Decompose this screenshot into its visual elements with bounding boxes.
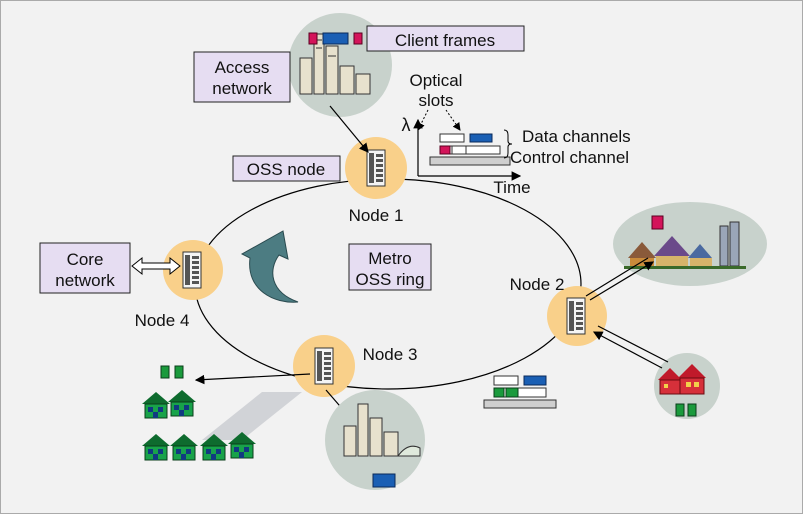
client-frames-box — [366, 25, 525, 52]
ring-label-line2: OSS ring — [356, 270, 425, 289]
ring-label-line1: Metro — [368, 249, 411, 268]
core-network-label-line1: Core — [67, 250, 104, 269]
node4-rack-icon — [182, 251, 202, 289]
road-shape — [202, 392, 302, 440]
node1-rack-icon — [366, 149, 386, 187]
client-frame-magenta-icon — [353, 32, 363, 45]
node3-rack-icon — [314, 347, 334, 385]
ring-label-box — [348, 243, 432, 291]
node3-to-homes-arrow — [194, 373, 311, 385]
node1-label: Node 1 — [349, 206, 404, 225]
city-buildings-icon — [343, 403, 421, 457]
rural-area-cloud — [613, 202, 767, 286]
node3-label: Node 3 — [363, 345, 418, 364]
data-channels-brace — [503, 129, 513, 159]
client-frame-magenta-icon — [308, 32, 318, 45]
oss-node-label: OSS node — [247, 160, 325, 179]
node2-to-rural-line — [585, 257, 649, 297]
oss-node-box — [232, 155, 341, 182]
slot-pointer-arrow — [445, 109, 461, 131]
optical-slots-label-line2: slots — [419, 91, 454, 110]
city-frame-icon — [372, 473, 396, 488]
homes-frame-icon — [160, 365, 170, 379]
optical-slots-label-line1: Optical — [410, 71, 463, 90]
residential-to-node2-arrow — [592, 331, 663, 369]
access-network-label-line2: network — [212, 79, 272, 98]
optical-slot-stack — [429, 133, 511, 166]
residential-to-node2-line — [597, 325, 669, 363]
rural-frame-icon — [651, 215, 664, 230]
access-to-node1-arrow — [329, 105, 369, 153]
data-channels-label: Data channels — [522, 127, 631, 146]
access-network-box — [193, 51, 291, 103]
red-houses-icon — [658, 364, 706, 395]
optical-slot-stack-node2 — [483, 375, 557, 409]
control-channel-label: Control channel — [510, 148, 629, 167]
lambda-label: λ — [402, 115, 411, 135]
client-frame-blue-icon — [322, 32, 349, 45]
node2-to-rural-arrow — [589, 261, 655, 301]
residential-frame-icon — [675, 403, 685, 417]
core-network-box — [39, 242, 131, 294]
rotation-arrow-icon — [240, 230, 299, 303]
time-label: Time — [493, 178, 530, 197]
access-network-label-line1: Access — [215, 58, 270, 77]
residential-frame-icon — [687, 403, 697, 417]
node4-label: Node 4 — [135, 311, 190, 330]
node2-label: Node 2 — [510, 275, 565, 294]
homes-frame-icon — [174, 365, 184, 379]
client-frames-label: Client frames — [395, 31, 495, 50]
core-link-double-arrow — [131, 256, 181, 276]
core-network-label-line2: network — [55, 271, 115, 290]
node2-rack-icon — [566, 297, 586, 335]
